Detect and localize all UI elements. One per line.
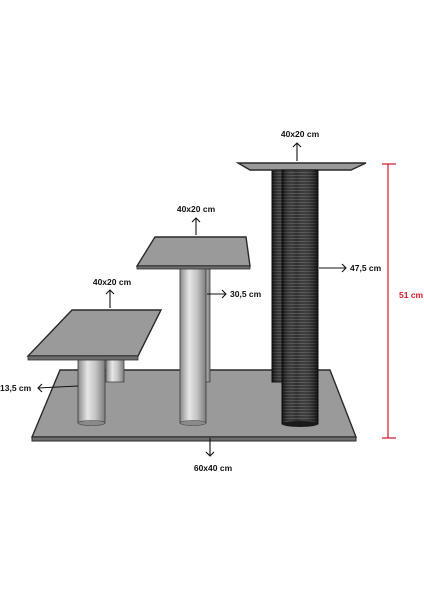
low-platform-label: 40x20 cm (93, 277, 132, 287)
middle-post-front (179, 268, 207, 426)
tall-post-label: 47,5 cm (350, 263, 382, 273)
low-post-label: 13,5 cm (0, 383, 32, 393)
base-label: 60x40 cm (194, 463, 233, 473)
dimension-arrows (37, 142, 347, 457)
middle-post-label: 30,5 cm (230, 289, 262, 299)
total-height-label: 51 cm (399, 290, 424, 300)
middle-platform-label: 40x20 cm (177, 204, 216, 214)
top-platform (235, 162, 367, 171)
low-post-front (77, 359, 106, 426)
top-platform-label: 40x20 cm (281, 129, 320, 139)
middle-platform (135, 236, 251, 270)
low-platform (26, 309, 163, 361)
total-height-marker (382, 163, 396, 439)
low-post-back (105, 357, 125, 383)
tall-post-front (281, 169, 319, 427)
